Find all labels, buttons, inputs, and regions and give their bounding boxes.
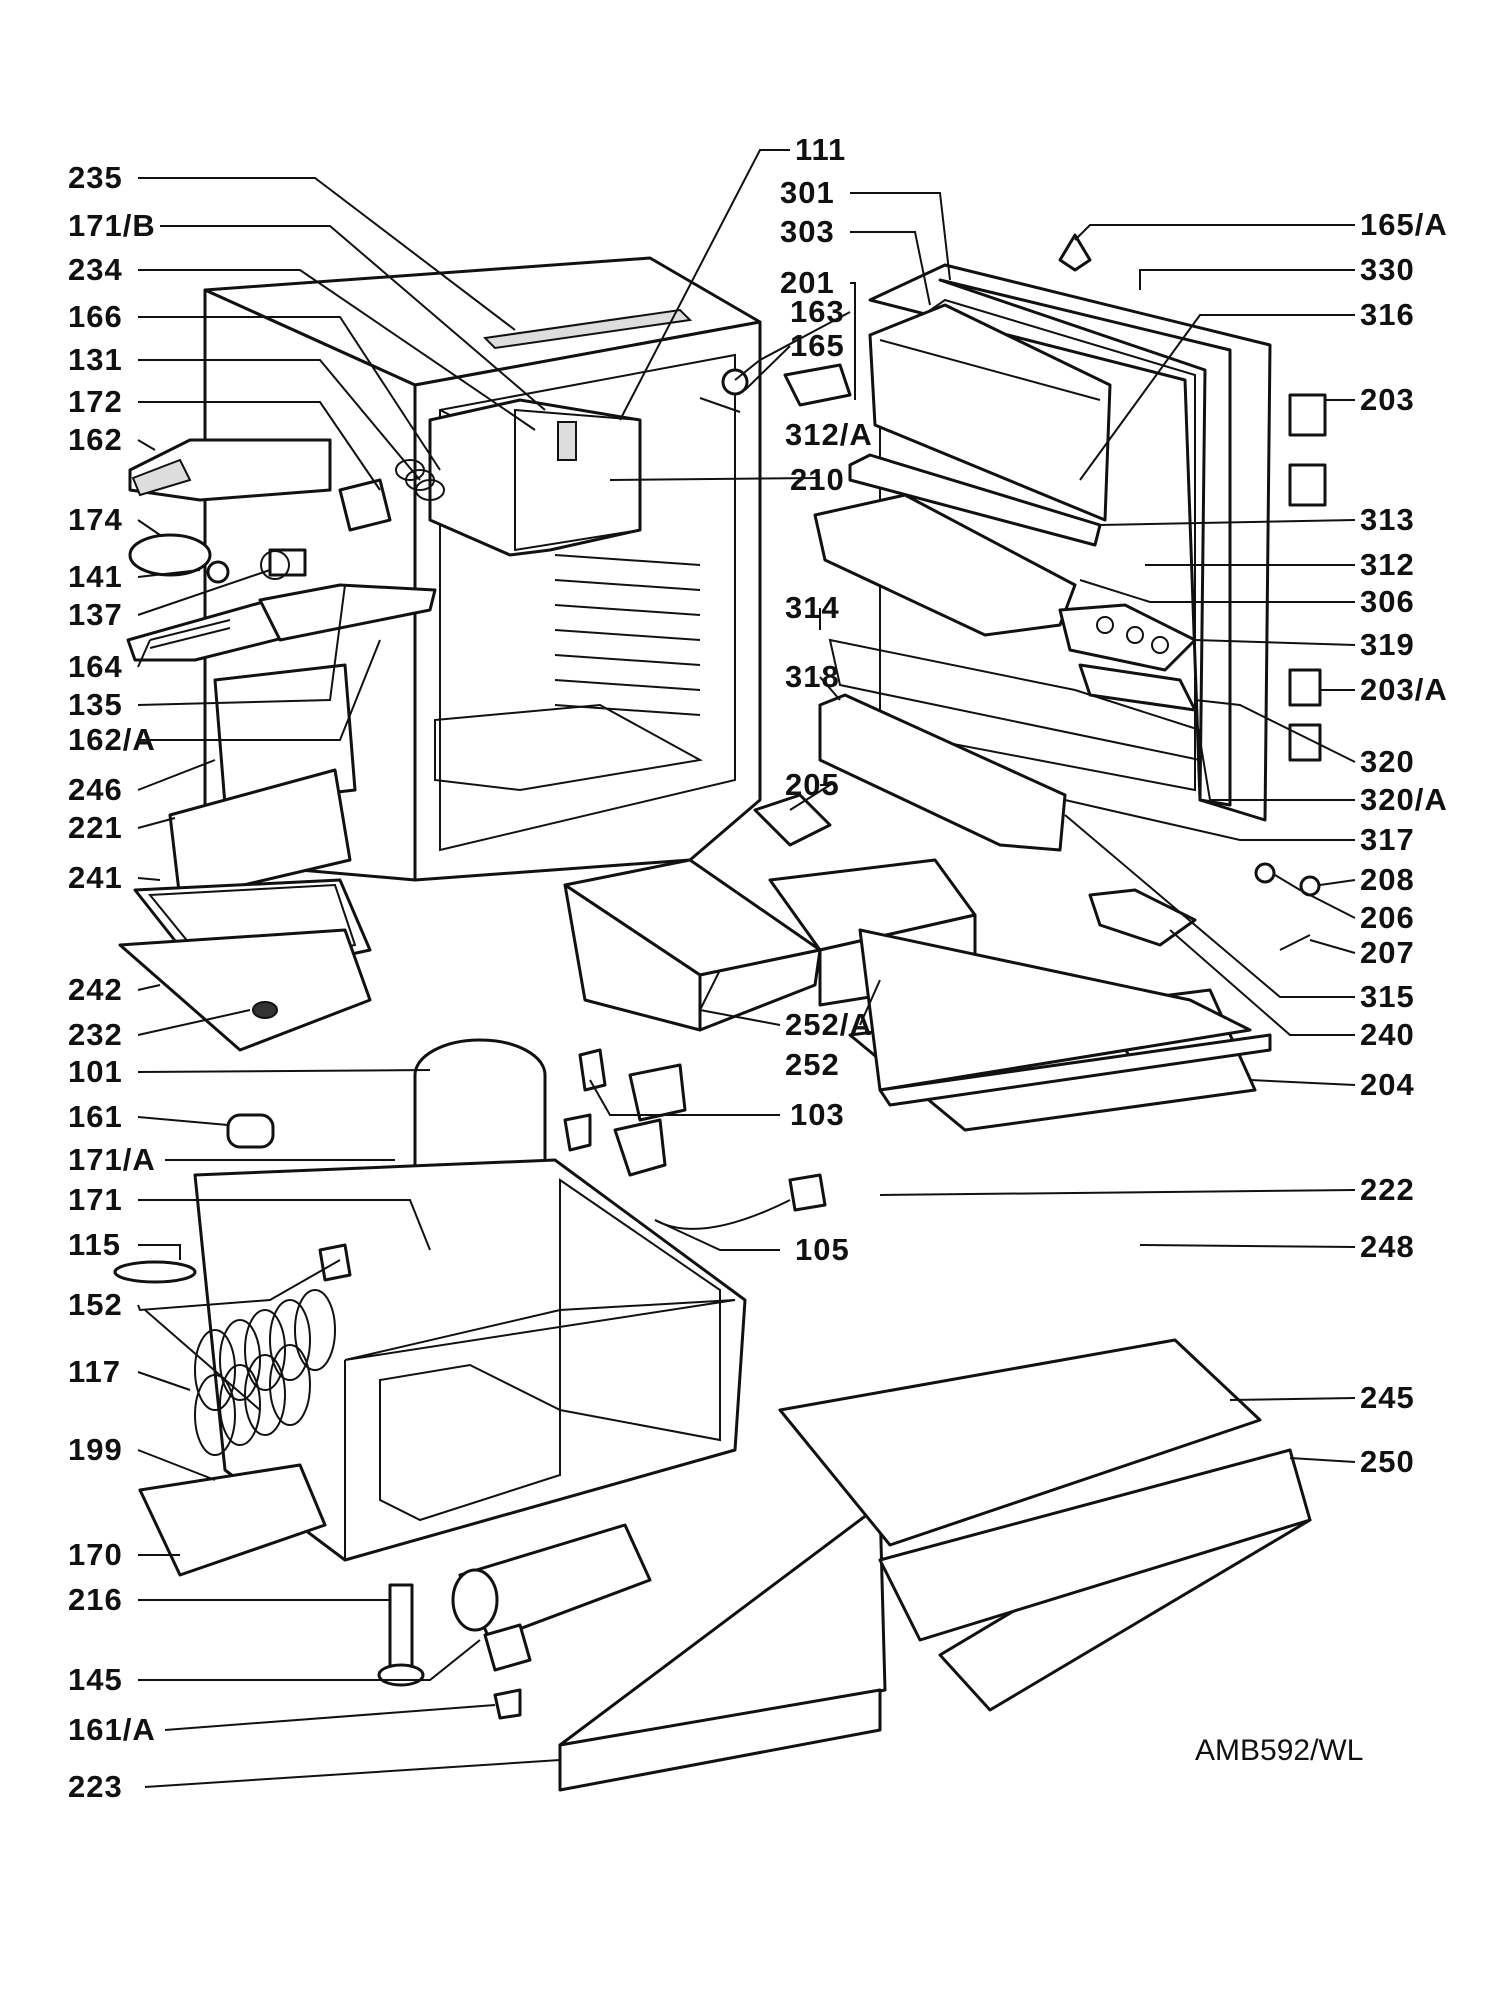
leader-lines: [137, 149, 1356, 1788]
part-label: 232: [68, 1017, 123, 1052]
part-label: 101: [68, 1054, 123, 1089]
part-labels-left: 235 171/B 234 166 131 172 162 174 141 13…: [68, 160, 156, 1804]
door: [813, 233, 1327, 852]
part-label: 318: [785, 659, 840, 694]
part-label: 252: [785, 1047, 840, 1082]
part-label: 245: [1360, 1380, 1415, 1415]
part-label: 315: [1360, 979, 1415, 1014]
diagram-code: AMB592/WL: [1195, 1734, 1363, 1767]
condenser-base: [113, 1158, 747, 1562]
evaporator-box: [428, 398, 642, 557]
part-label: 330: [1360, 252, 1415, 287]
part-label: 252/A: [785, 1007, 873, 1042]
thermostat-group: [128, 438, 392, 584]
part-label: 199: [68, 1432, 123, 1467]
part-labels-center: 111 301 303 201 163 165 312/A 210 314 31…: [780, 132, 873, 1267]
part-label: 207: [1360, 935, 1415, 970]
part-label: 248: [1360, 1229, 1415, 1264]
part-label: 103: [790, 1097, 845, 1132]
base-cover-parts: [138, 1463, 887, 1792]
part-label: 205: [785, 767, 840, 802]
part-label: 135: [68, 687, 123, 722]
part-labels-right: 165/A 330 316 203 313 312 306 319 203/A …: [1360, 207, 1448, 1479]
part-label: 210: [790, 462, 845, 497]
part-label: 166: [68, 299, 123, 334]
part-label: 314: [785, 590, 840, 625]
part-label: 221: [68, 810, 123, 845]
part-label: 242: [68, 972, 123, 1007]
part-label: 115: [68, 1227, 121, 1262]
small-hardware: [699, 363, 1321, 951]
part-label: 111: [795, 132, 846, 167]
part-label: 171: [68, 1182, 123, 1217]
part-label: 171/B: [68, 208, 156, 243]
part-label: 204: [1360, 1067, 1415, 1102]
part-label: 306: [1360, 584, 1415, 619]
part-label: 312: [1360, 547, 1415, 582]
part-label: 165/A: [1360, 207, 1448, 242]
part-label: 131: [68, 342, 123, 377]
part-label: 250: [1360, 1444, 1415, 1479]
coil-condenser: [194, 1289, 336, 1456]
part-label: 234: [68, 252, 123, 287]
part-label: 223: [68, 1769, 123, 1804]
part-label: 319: [1360, 627, 1415, 662]
part-label: 317: [1360, 822, 1415, 857]
part-label: 316: [1360, 297, 1415, 332]
part-label: 241: [68, 860, 123, 895]
part-label: 246: [68, 772, 123, 807]
lamp-housing: [126, 583, 437, 662]
part-label: 312/A: [785, 417, 873, 452]
part-label: 164: [68, 649, 123, 684]
part-label: 320: [1360, 744, 1415, 779]
part-label: 141: [68, 559, 123, 594]
part-label: 165: [790, 328, 845, 363]
part-label: 222: [1360, 1172, 1415, 1207]
part-label: 313: [1360, 502, 1415, 537]
part-label: 172: [68, 384, 123, 419]
part-label: 152: [68, 1287, 123, 1322]
part-label: 145: [68, 1662, 123, 1697]
part-label: 162/A: [68, 722, 156, 757]
part-label: 163: [790, 294, 845, 329]
part-label: 170: [68, 1537, 123, 1572]
part-label: 162: [68, 422, 123, 457]
freezer-compartment: [118, 663, 372, 1052]
part-label: 206: [1360, 900, 1415, 935]
part-label: 240: [1360, 1017, 1415, 1052]
part-label: 303: [780, 214, 835, 249]
part-label: 216: [68, 1582, 123, 1617]
part-label: 174: [68, 502, 123, 537]
part-label: 320/A: [1360, 782, 1448, 817]
part-label: 171/A: [68, 1142, 156, 1177]
part-label: 301: [780, 175, 835, 210]
part-label: 161: [68, 1099, 123, 1134]
part-label: 235: [68, 160, 123, 195]
coil-spring: [395, 459, 445, 501]
part-label: 203: [1360, 382, 1415, 417]
part-label: 137: [68, 597, 123, 632]
part-label: 203/A: [1360, 672, 1448, 707]
shelves: [778, 928, 1312, 1712]
part-label: 208: [1360, 862, 1415, 897]
part-label: 105: [795, 1232, 850, 1267]
part-label: 117: [68, 1354, 121, 1389]
part-label: 201: [780, 265, 835, 300]
crisper-drawers: [563, 858, 977, 1032]
part-label: 161/A: [68, 1712, 156, 1747]
